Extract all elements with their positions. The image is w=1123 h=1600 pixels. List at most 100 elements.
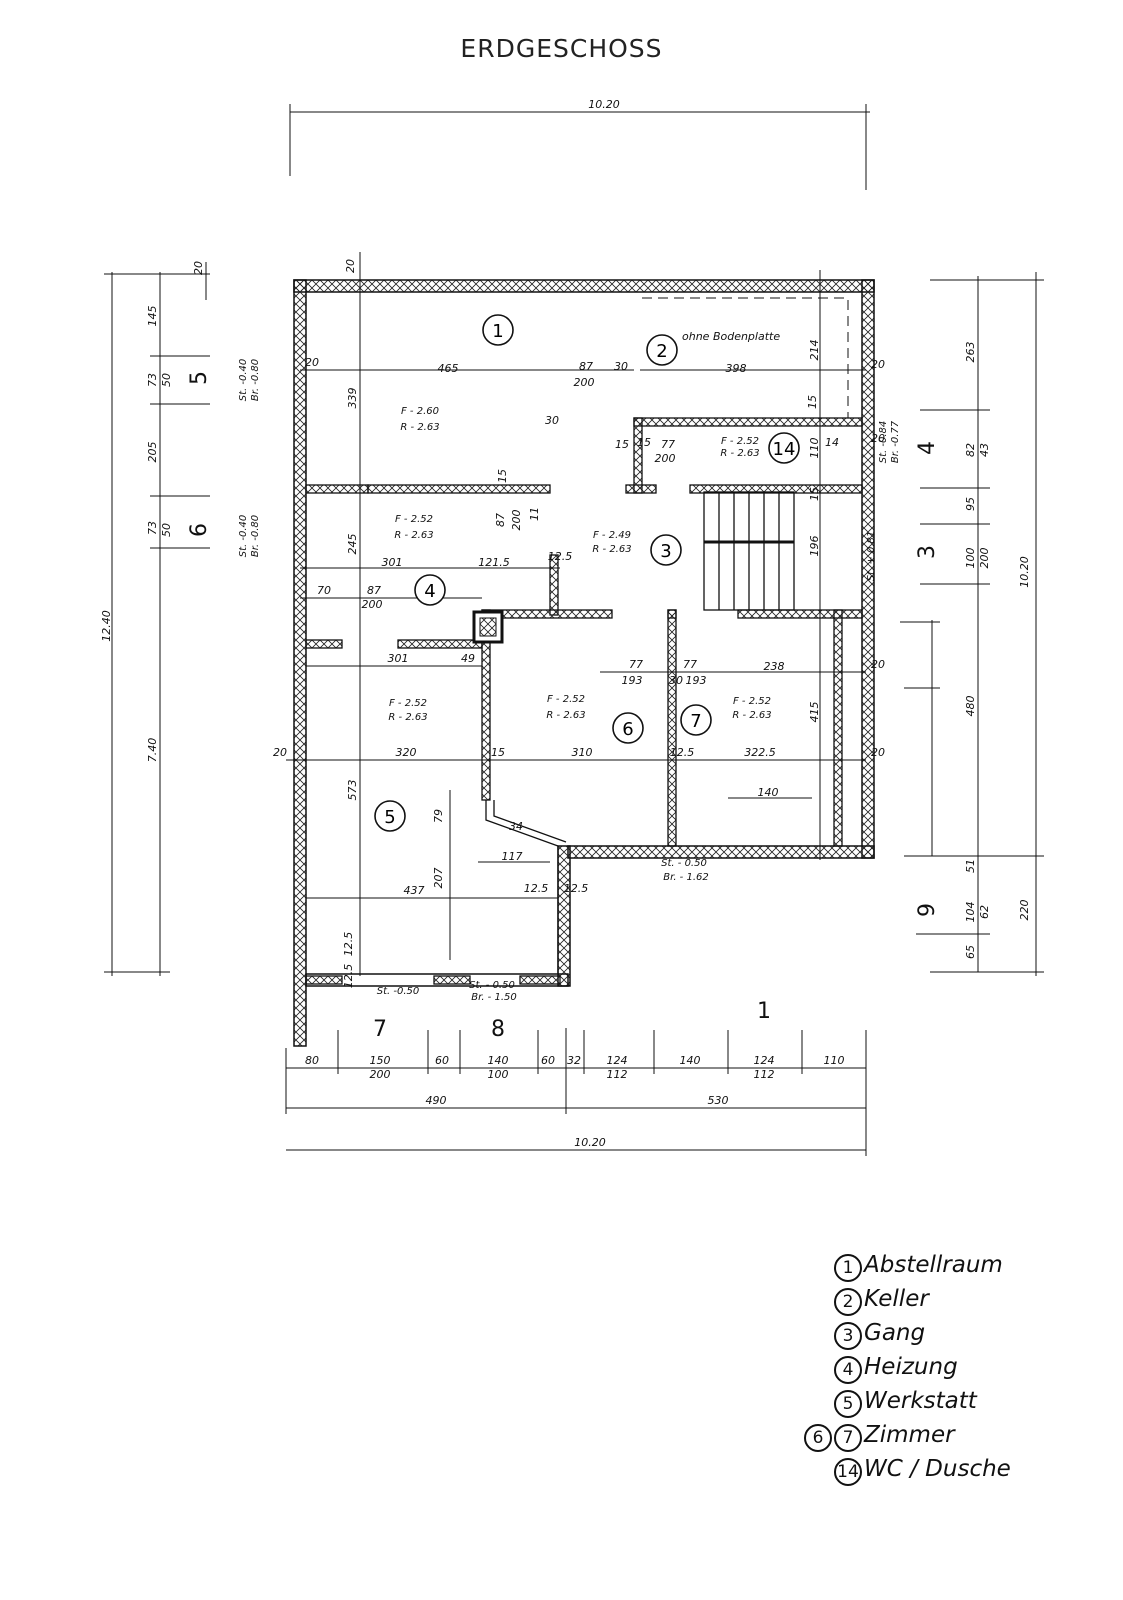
dim-inner: 196	[808, 536, 821, 557]
room-number-circle	[680, 704, 712, 736]
interior-walls	[305, 417, 863, 985]
dim-bottom-chain: 60	[541, 1054, 555, 1067]
legend-room-number: 4	[834, 1356, 862, 1384]
dim-inner: 20	[344, 259, 357, 273]
room-area-label: F - 2.52	[733, 696, 771, 707]
dim-right-chain: 62	[978, 905, 991, 919]
dim-right-total: 10.20	[1018, 556, 1031, 588]
exterior-walls	[293, 279, 875, 1047]
room-number-circle	[646, 334, 678, 366]
dim-inner: 301	[382, 556, 403, 569]
legend-room-number: 5	[834, 1390, 862, 1418]
dim-bottom-chain: 110	[824, 1054, 845, 1067]
window-number: 4	[915, 441, 940, 455]
opening-label: Br. -0.77	[890, 420, 901, 463]
window-number: 1	[757, 999, 771, 1024]
dim-right-chain: 220	[1018, 900, 1031, 921]
dim-right-chain: 82	[964, 443, 977, 457]
legend-room-numbers: 4	[832, 1356, 862, 1384]
dim-inner: 14	[825, 436, 839, 449]
room-number: 3	[660, 541, 671, 562]
dim-inner: 193	[622, 674, 643, 687]
dim-inner: 110	[808, 438, 821, 459]
dim-left-total: 12.40	[100, 610, 113, 642]
dim-inner: 12.5	[524, 882, 549, 895]
room-area-label: R - 2.63	[400, 422, 439, 433]
dim-bottom-chain: 60	[435, 1054, 449, 1067]
dim-inner: 34	[509, 820, 523, 833]
room-number-circle	[650, 534, 682, 566]
dim-bottom-sub: 112	[754, 1068, 775, 1081]
dim-bottom-sub: 112	[607, 1068, 628, 1081]
window-number: 5	[187, 371, 212, 385]
dim-inner: 200	[510, 510, 523, 531]
room-area-label: F - 2.52	[395, 514, 433, 525]
room-number-circle	[482, 314, 514, 346]
dim-inner: 15	[491, 746, 505, 759]
dim-inner: 15	[806, 395, 819, 409]
opening-label: St. -0.40	[238, 359, 249, 402]
legend-room-label: WC / Dusche	[864, 1456, 1011, 1482]
dim-right-chain: 95	[964, 497, 977, 511]
dim-inner: 245	[346, 534, 359, 555]
dim-inner: 20	[871, 746, 885, 759]
legend-room-number: 3	[834, 1322, 862, 1350]
dim-top-total: 10.20	[588, 98, 620, 111]
dim-inner: 322.5	[744, 746, 776, 759]
room-number: 7	[690, 711, 701, 732]
dim-inner: 30	[614, 360, 628, 373]
dim-inner: 15	[496, 469, 509, 483]
dim-inner: 77	[683, 658, 697, 671]
window-number: 8	[491, 1017, 505, 1042]
dim-right-chain: 65	[964, 945, 977, 959]
room-area-label: F - 2.52	[389, 698, 427, 709]
room-area-label: F - 2.49	[593, 530, 631, 541]
opening-label: Br. - 1.62	[663, 872, 708, 883]
dim-inner: 20	[871, 658, 885, 671]
dim-left-chain: 20	[192, 261, 205, 275]
opening-label: St. - 0.50	[469, 980, 515, 991]
dim-inner: 200	[362, 598, 383, 611]
dim-bottom-split: 530	[708, 1094, 729, 1107]
dim-bottom-chain: 124	[754, 1054, 775, 1067]
dim-inner: 12.5	[548, 550, 573, 563]
opening-label: St. -0.40	[238, 515, 249, 558]
dim-inner: 12.5	[670, 746, 695, 759]
dim-inner: 30	[669, 674, 683, 687]
dim-inner: 573	[346, 780, 359, 801]
dim-inner: 20	[273, 746, 287, 759]
opening-label: Br. - 1.50	[471, 992, 516, 1003]
dim-left-chain: 50	[160, 373, 173, 387]
room-number: 1	[492, 321, 503, 342]
opening-label: St. -0.50	[377, 986, 420, 997]
room-area-label: R - 2.63	[720, 448, 759, 459]
dim-bottom-split: 490	[426, 1094, 447, 1107]
dim-inner: 15	[637, 436, 651, 449]
dim-right-chain: 43	[978, 443, 991, 457]
legend-room-label: Abstellraum	[864, 1252, 1003, 1278]
staircase	[703, 491, 795, 611]
dim-inner: 87	[494, 513, 507, 527]
room-number-circle	[612, 712, 644, 744]
dim-inner: 437	[404, 884, 425, 897]
dim-inner: 207	[432, 868, 445, 889]
legend-room-number: 14	[834, 1458, 862, 1486]
dim-inner: 20	[871, 358, 885, 371]
dim-inner: 121.5	[478, 556, 510, 569]
dim-inner: 238	[764, 660, 785, 673]
room-area-label: R - 2.63	[394, 530, 433, 541]
legend-room-number: 6	[804, 1424, 832, 1452]
dim-inner: 200	[655, 452, 676, 465]
note-ohne-bodenplatte: ohne Bodenplatte	[682, 330, 780, 343]
drawing-title: ERDGESCHOSS	[460, 34, 663, 63]
dim-inner: 77	[629, 658, 643, 671]
legend-room-numbers: 14	[832, 1458, 862, 1486]
legend-room-number: 7	[834, 1424, 862, 1452]
